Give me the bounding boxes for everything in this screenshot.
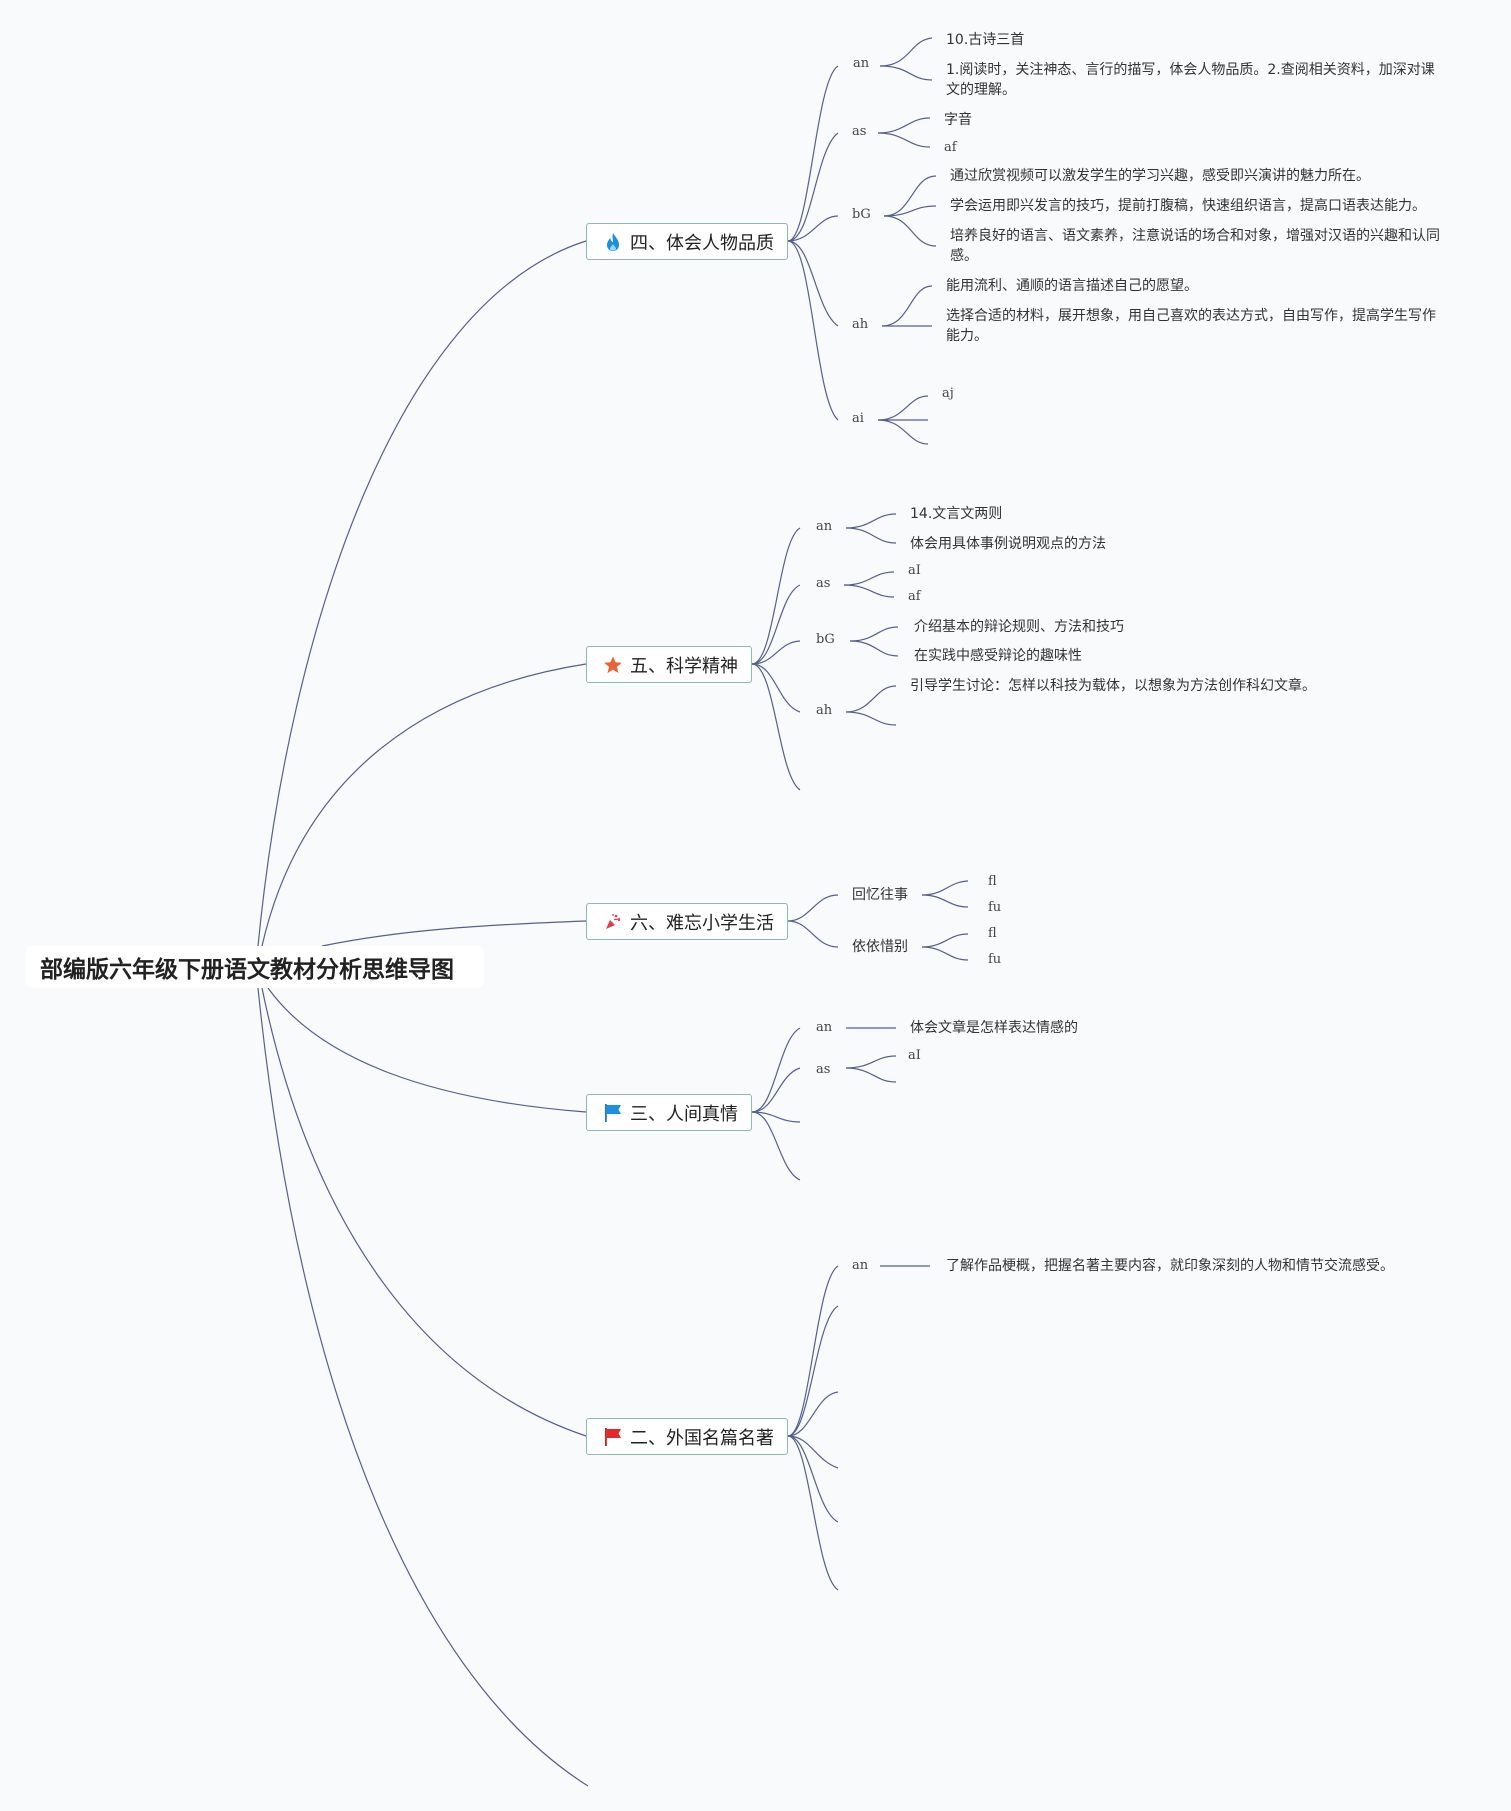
b4-an-item-2: 1.阅读时，关注神态、言行的描写，体会人物品质。2.查阅相关资料，加深对课文的理… xyxy=(946,62,1435,98)
b3-an-item-1: 体会文章是怎样表达情感的 xyxy=(910,1020,1078,1036)
b6-g1-item-1: fl xyxy=(988,874,997,889)
b4-an-tag: an xyxy=(853,56,870,71)
b5-an-item-1: 14.文言文两则 xyxy=(910,506,1003,522)
b4-ah-item-2: 选择合适的材料，展开想象，用自己喜欢的表达方式，自由写作，提高学生写作能力。 xyxy=(946,308,1436,344)
blue-flag-icon xyxy=(605,1103,621,1122)
topic-six[interactable]: 六、难忘小学生活 xyxy=(586,903,788,940)
b4-as-tag: as xyxy=(852,124,867,139)
root-topic[interactable]: 部编版六年级下册语文教材分析思维导图 xyxy=(26,946,484,988)
topic-three[interactable]: 三、人间真情 xyxy=(586,1094,752,1131)
b5-as-item-2: af xyxy=(908,589,921,604)
b4-ai-item-1: aj xyxy=(942,386,954,401)
b6-g2-item-1: fl xyxy=(988,926,997,941)
b4-bg-item-1: 通过欣赏视频可以激发学生的学习兴趣，感受即兴演讲的魅力所在。 xyxy=(950,168,1370,184)
b4-ah-tag: ah xyxy=(852,317,869,332)
b4-bg-item-3: 培养良好的语言、语文素养，注意说话的场合和对象，增强对汉语的兴趣和认同感。 xyxy=(950,228,1440,264)
b5-bg-item-1: 介绍基本的辩论规则、方法和技巧 xyxy=(914,619,1124,635)
b3-an-tag: an xyxy=(816,1020,833,1035)
topic-six-label: 六、难忘小学生活 xyxy=(630,912,774,934)
topic-three-label: 三、人间真情 xyxy=(630,1103,738,1125)
topic-two[interactable]: 二、外国名篇名著 xyxy=(586,1418,788,1455)
root-title: 部编版六年级下册语文教材分析思维导图 xyxy=(40,957,454,983)
b2-an-tag: an xyxy=(852,1258,869,1273)
b5-ah-item-1: 引导学生讨论：怎样以科技为载体，以想象为方法创作科幻文章。 xyxy=(910,678,1316,694)
b3-as-tag: as xyxy=(816,1062,831,1077)
b5-an-tag: an xyxy=(816,519,833,534)
b5-as-item-1: aI xyxy=(908,563,921,578)
b4-bg-tag: bG xyxy=(852,207,871,222)
b4-bg-item-2: 学会运用即兴发言的技巧，提前打腹稿，快速组织语言，提高口语表达能力。 xyxy=(950,198,1426,214)
b2-an-item-1: 了解作品梗概，把握名著主要内容，就印象深刻的人物和情节交流感受。 xyxy=(946,1258,1394,1274)
topic-five[interactable]: 五、科学精神 xyxy=(586,646,752,683)
topic-five-label: 五、科学精神 xyxy=(630,655,738,677)
b4-ai-tag: ai xyxy=(852,411,864,426)
b6-g1-tag: 回忆往事 xyxy=(852,887,908,903)
topic-four[interactable]: 四、体会人物品质 xyxy=(586,223,788,260)
b6-g2-tag: 依依惜别 xyxy=(852,939,908,955)
b4-as-item-2: af xyxy=(944,140,957,155)
star-icon xyxy=(604,656,622,673)
b5-ah-tag: ah xyxy=(816,703,833,718)
topic-four-label: 四、体会人物品质 xyxy=(630,232,774,254)
b5-bg-item-2: 在实践中感受辩论的趣味性 xyxy=(914,648,1082,664)
b6-g1-item-2: fu xyxy=(988,900,1002,915)
b4-as-item-1: 字音 xyxy=(944,112,972,128)
b5-as-tag: as xyxy=(816,576,831,591)
red-flag-icon xyxy=(605,1427,621,1446)
b5-an-item-2: 体会用具体事例说明观点的方法 xyxy=(910,536,1106,552)
b3-as-item-1: aI xyxy=(908,1048,921,1063)
party-popper-icon xyxy=(606,913,621,929)
b4-ah-item-1: 能用流利、通顺的语言描述自己的愿望。 xyxy=(946,278,1198,294)
b6-g2-item-2: fu xyxy=(988,952,1002,967)
b4-an-item-1: 10.古诗三首 xyxy=(946,32,1025,48)
b5-bg-tag: bG xyxy=(816,632,835,647)
fire-icon xyxy=(607,232,619,251)
topic-two-label: 二、外国名篇名著 xyxy=(630,1427,774,1449)
